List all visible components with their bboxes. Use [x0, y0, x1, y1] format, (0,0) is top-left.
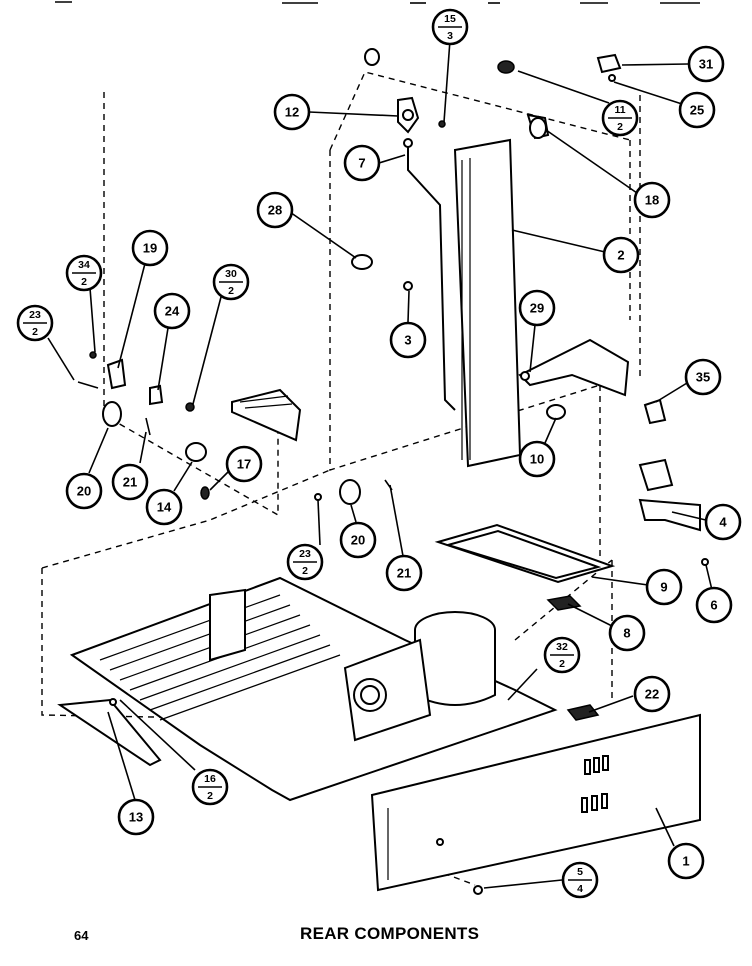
svg-text:21: 21	[123, 475, 137, 490]
svg-text:3: 3	[447, 30, 453, 42]
callout-labels: 1 2 3 4 5 4 6 7 8	[16, 8, 742, 899]
callout-12: 12	[273, 93, 311, 131]
callout-17: 17	[225, 445, 263, 483]
callout-13: 13	[117, 798, 155, 836]
callout-4: 4	[704, 503, 742, 541]
callout-15-3: 15 3	[431, 8, 469, 46]
callout-18: 18	[633, 181, 671, 219]
callout-23-2-center: 23 2	[286, 543, 324, 581]
callout-9: 9	[645, 568, 683, 606]
svg-text:9: 9	[660, 580, 667, 595]
svg-text:34: 34	[78, 259, 90, 271]
svg-text:23: 23	[29, 309, 41, 321]
svg-text:3: 3	[404, 333, 411, 348]
machine-base	[57, 576, 600, 802]
page-number: 64	[74, 928, 89, 943]
left-bracket-parts	[77, 351, 302, 500]
svg-text:14: 14	[157, 500, 172, 515]
svg-text:2: 2	[617, 121, 623, 133]
callout-2: 2	[602, 236, 640, 274]
callout-19: 19	[131, 229, 169, 267]
callout-25: 25	[678, 91, 716, 129]
callout-23-2-left: 23 2	[16, 304, 54, 342]
svg-text:19: 19	[143, 241, 157, 256]
callout-3: 3	[389, 321, 427, 359]
leader-lines	[47, 39, 713, 889]
callout-22: 22	[633, 675, 671, 713]
svg-text:31: 31	[699, 57, 713, 72]
svg-text:21: 21	[397, 566, 411, 581]
callout-34-2: 34 2	[65, 254, 103, 292]
callout-21-center: 21	[385, 554, 423, 592]
callout-28: 28	[256, 191, 294, 229]
svg-text:11: 11	[614, 104, 625, 116]
svg-text:16: 16	[204, 773, 216, 785]
callout-20-left: 20	[65, 472, 103, 510]
right-side-parts	[314, 338, 709, 566]
svg-text:5: 5	[577, 866, 583, 878]
svg-text:32: 32	[556, 641, 568, 653]
svg-text:25: 25	[690, 103, 704, 118]
svg-text:20: 20	[351, 533, 365, 548]
svg-text:30: 30	[225, 268, 237, 280]
callout-35: 35	[684, 358, 722, 396]
svg-text:18: 18	[645, 193, 659, 208]
svg-text:20: 20	[77, 484, 91, 499]
svg-text:2: 2	[617, 248, 624, 263]
callout-29: 29	[518, 289, 556, 327]
svg-text:2: 2	[32, 326, 38, 338]
svg-text:7: 7	[358, 156, 365, 171]
drain-pan	[434, 523, 616, 611]
svg-text:13: 13	[129, 810, 143, 825]
svg-text:17: 17	[237, 457, 251, 472]
svg-text:35: 35	[696, 370, 710, 385]
callout-1: 1	[667, 842, 705, 880]
svg-text:10: 10	[530, 452, 544, 467]
page-title: REAR COMPONENTS	[300, 924, 480, 943]
callout-16-2: 16 2	[191, 768, 229, 806]
svg-text:4: 4	[719, 515, 727, 530]
svg-text:23: 23	[299, 548, 311, 560]
svg-text:28: 28	[268, 203, 282, 218]
top-edge-marks	[55, 1, 700, 4]
callout-6: 6	[695, 586, 733, 624]
callout-30-2: 30 2	[212, 263, 250, 301]
callout-8: 8	[608, 614, 646, 652]
svg-text:4: 4	[577, 883, 583, 895]
callout-5-4: 5 4	[561, 861, 599, 899]
svg-text:24: 24	[165, 304, 180, 319]
svg-text:6: 6	[710, 598, 717, 613]
svg-text:2: 2	[302, 565, 308, 577]
callout-7: 7	[343, 144, 381, 182]
callout-21-left: 21	[111, 463, 149, 501]
callout-14: 14	[145, 488, 183, 526]
svg-text:29: 29	[530, 301, 544, 316]
callout-20-center: 20	[339, 521, 377, 559]
callout-24: 24	[153, 292, 191, 330]
rear-access-cover	[370, 713, 701, 895]
svg-text:2: 2	[228, 285, 234, 297]
svg-text:8: 8	[623, 626, 630, 641]
callout-10: 10	[518, 440, 556, 478]
svg-text:2: 2	[207, 790, 213, 802]
svg-text:2: 2	[559, 658, 565, 670]
svg-text:1: 1	[682, 854, 689, 869]
svg-text:22: 22	[645, 687, 659, 702]
callout-11-2: 11 2	[601, 99, 639, 137]
callout-32-2: 32 2	[543, 636, 581, 674]
svg-text:2: 2	[81, 276, 87, 288]
svg-text:12: 12	[285, 105, 299, 120]
drain-tube-assembly	[351, 48, 622, 468]
svg-text:15: 15	[444, 13, 456, 25]
callout-31: 31	[687, 45, 725, 83]
